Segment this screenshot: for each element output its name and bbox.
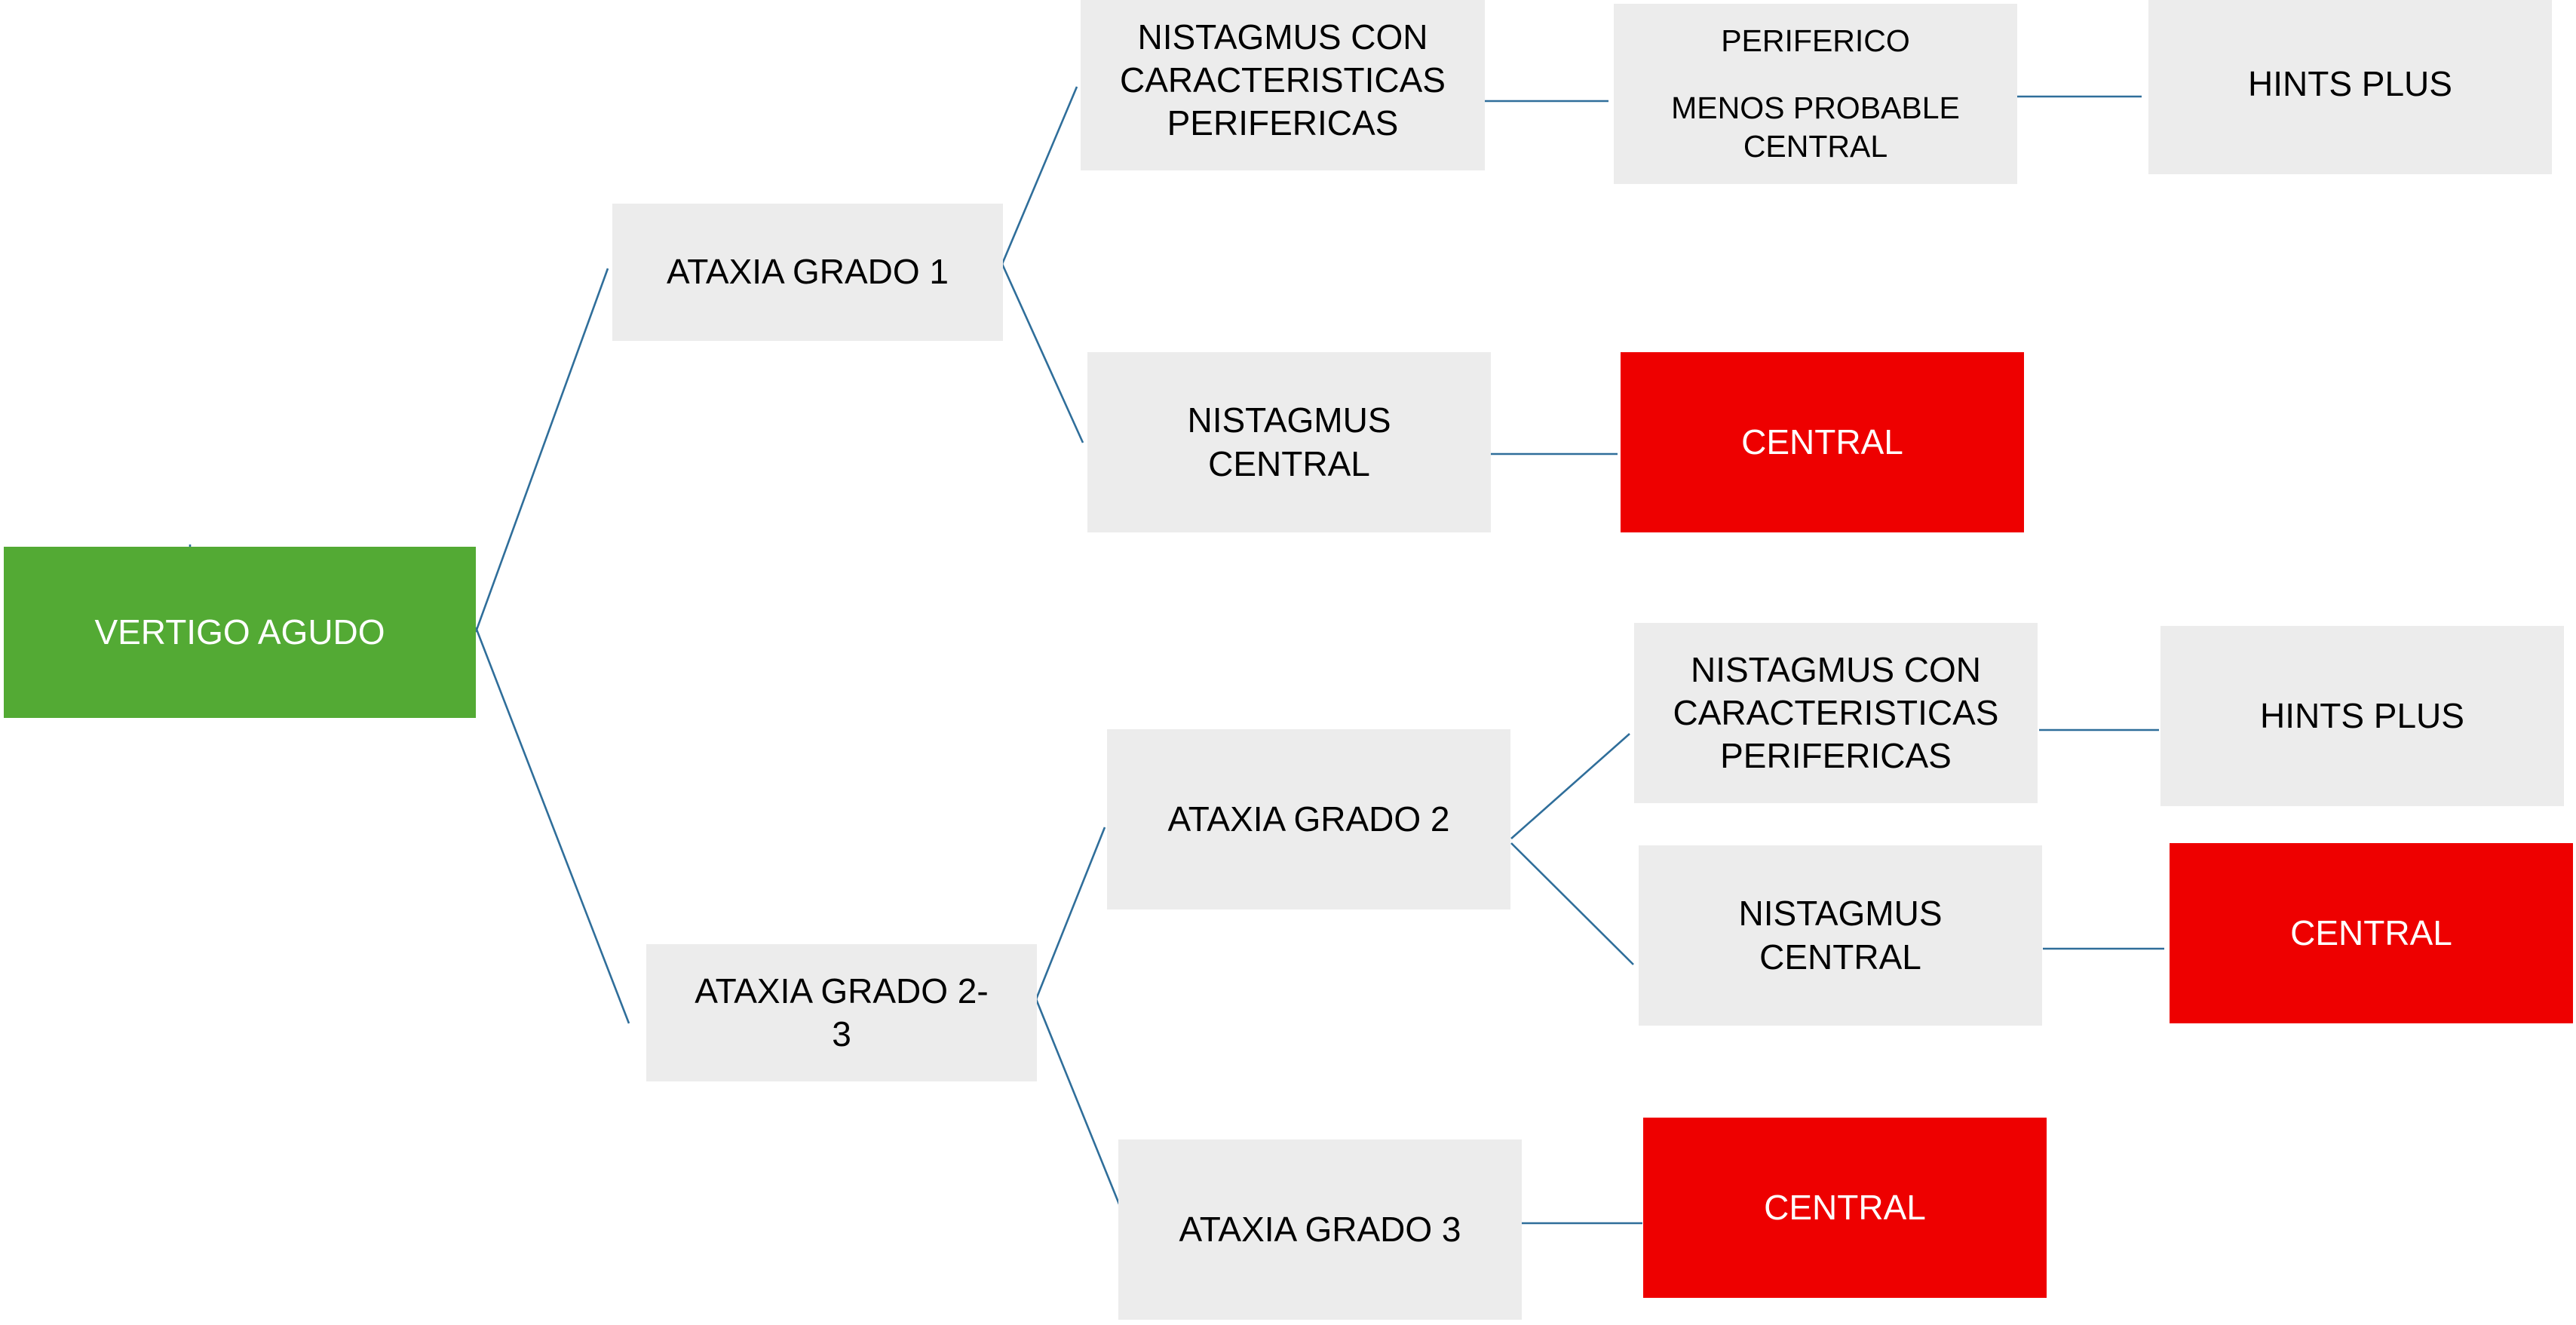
link-ataxia-2-to-nistagmus-central — [1510, 842, 1634, 965]
node-hints-plus-2: HINTS PLUS — [2160, 626, 2564, 806]
node-label-line: ATAXIA GRADO 2- — [695, 971, 989, 1011]
node-label-line: CENTRAL — [1743, 128, 1888, 164]
node-label-line: ATAXIA GRADO 1 — [666, 252, 949, 292]
node-label-line: NISTAGMUS CON — [1690, 649, 1982, 689]
node-label-line: CENTRAL — [1208, 443, 1370, 483]
node-ataxia-grado-2-3: ATAXIA GRADO 2-3 — [646, 944, 1037, 1081]
node-label-line: CARACTERISTICAS — [1120, 60, 1446, 100]
node-label-line: CENTRAL — [1741, 422, 1903, 462]
node-label-line: CENTRAL — [1764, 1187, 1926, 1227]
node-ataxia-grado-2: ATAXIA GRADO 2 — [1107, 729, 1510, 909]
link-ataxia-2-3-to-ataxia-3 — [1035, 998, 1123, 1210]
node-label-line: MENOS PROBABLE — [1671, 90, 1960, 126]
node-label-line: NISTAGMUS — [1738, 894, 1943, 934]
node-vertigo-agudo: VERTIGO AGUDO — [4, 547, 476, 718]
node-central-3: CENTRAL — [1643, 1118, 2047, 1298]
node-label-line: CARACTERISTICAS — [1673, 692, 1999, 732]
node-label-line: HINTS PLUS — [2248, 63, 2452, 103]
link-ataxia-2-to-nistagmus-periferico — [1510, 733, 1630, 839]
link-vertigo-to-ataxia-1 — [474, 268, 609, 633]
node-label-line: 3 — [832, 1014, 851, 1054]
node-central-1: CENTRAL — [1621, 352, 2024, 532]
link-ataxia-1-to-nistagmus-periferico — [1001, 86, 1078, 265]
node-ataxia-grado-3: ATAXIA GRADO 3 — [1118, 1139, 1522, 1320]
link-ataxia-1-to-nistagmus-central — [1001, 263, 1084, 443]
node-label-line: ATAXIA GRADO 3 — [1179, 1209, 1461, 1249]
link-vertigo-to-ataxia-2-3 — [474, 627, 630, 1024]
link-ataxia-2-3-to-ataxia-2 — [1035, 827, 1106, 1000]
node-label-line: PERIFERICO — [1721, 23, 1910, 59]
node-label-line: PERIFERICAS — [1167, 103, 1399, 143]
node-central-2: CENTRAL — [2170, 843, 2573, 1023]
node-label-line: NISTAGMUS — [1187, 400, 1391, 440]
node-label-line: CENTRAL — [1759, 937, 1921, 977]
node-label-line: PERIFERICAS — [1720, 736, 1952, 776]
node-ataxia-grado-1: ATAXIA GRADO 1 — [612, 204, 1003, 341]
node-hints-plus-1: HINTS PLUS — [2148, 0, 2552, 174]
node-label-line: HINTS PLUS — [2260, 695, 2464, 735]
node-label-line: ATAXIA GRADO 2 — [1167, 799, 1450, 839]
node-label-line: CENTRAL — [2290, 912, 2452, 952]
node-label-line: NISTAGMUS CON — [1137, 17, 1428, 57]
node-label-line: VERTIGO AGUDO — [94, 612, 385, 652]
